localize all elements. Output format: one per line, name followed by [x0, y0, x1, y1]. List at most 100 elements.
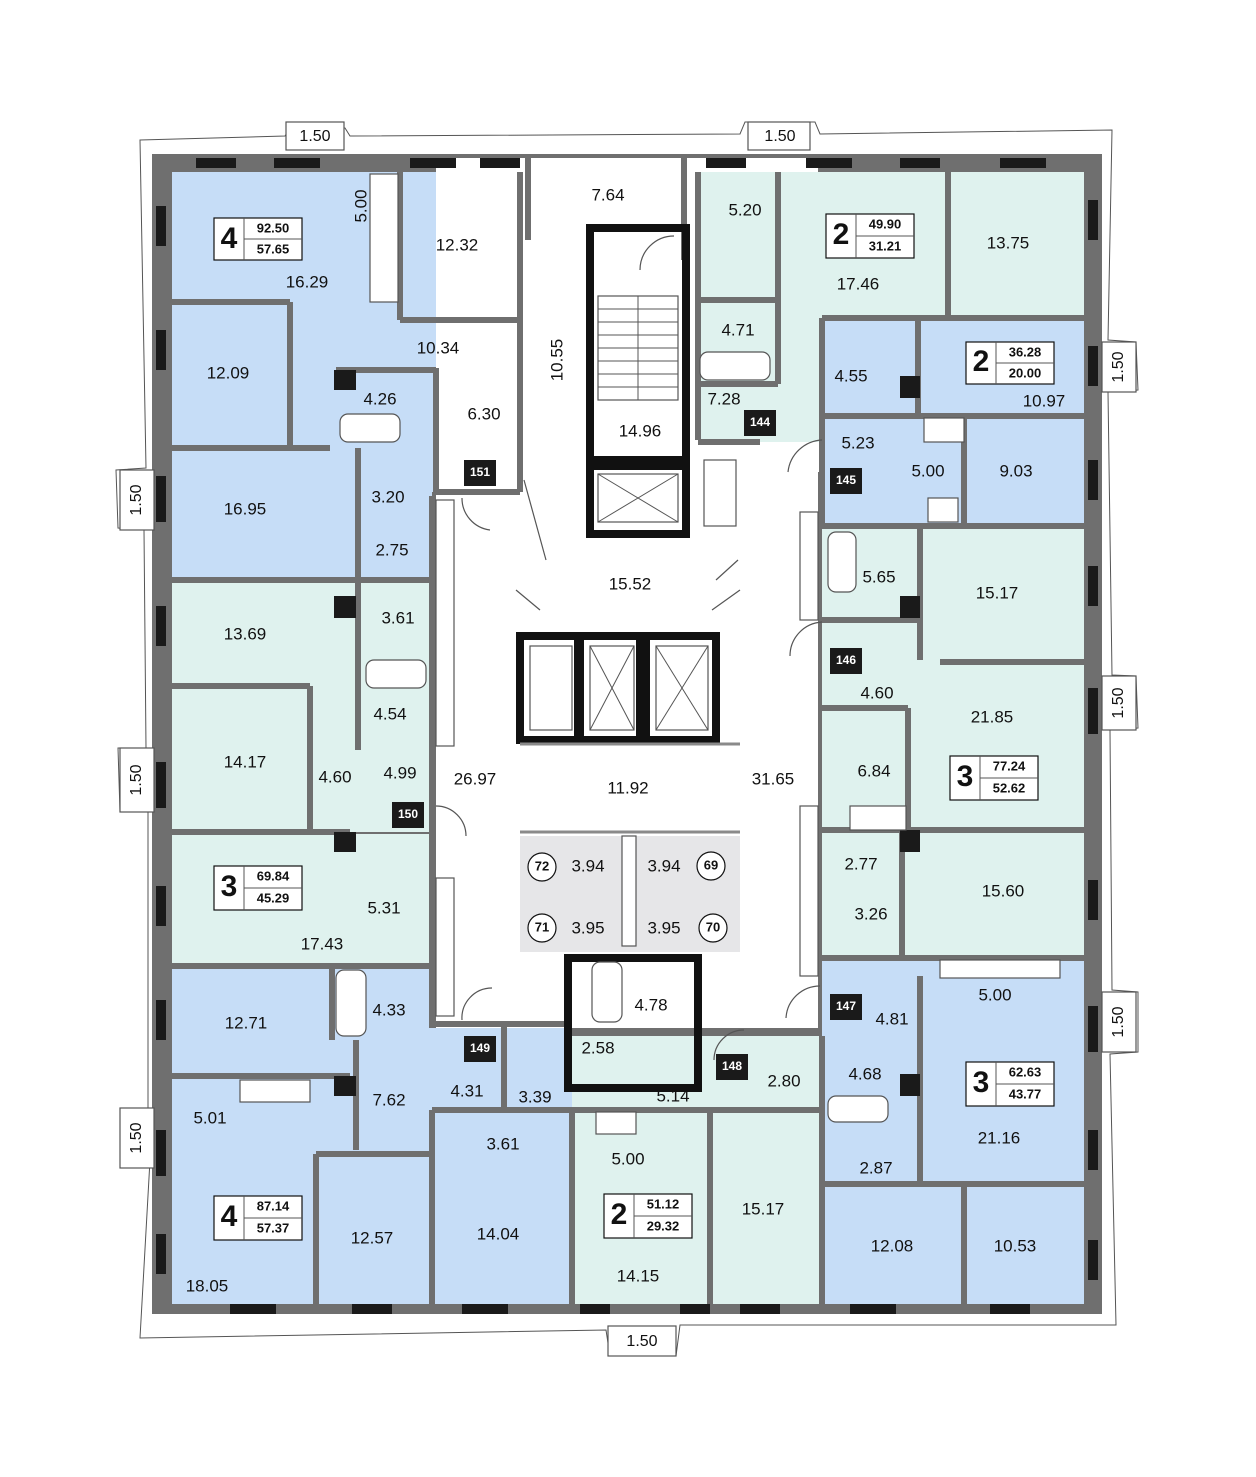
room-area: 5.00: [351, 189, 370, 222]
storage-circle: [527, 913, 557, 943]
room-area: 5.20: [728, 200, 761, 219]
room-area: 12.32: [436, 235, 479, 254]
hall-tag: [392, 802, 424, 828]
room-area: 16.29: [286, 272, 329, 291]
hall-tag: [830, 648, 862, 674]
room-area: 26.97: [454, 769, 497, 788]
living-area: 57.37: [257, 1220, 290, 1235]
storage-circle: [696, 851, 726, 881]
rooms-count: 4: [221, 222, 238, 255]
balcony-left-3: [119, 1107, 155, 1169]
svg-text:144: 144: [750, 415, 770, 429]
room-area: 11.92: [607, 778, 648, 797]
room-area: 4.26: [363, 389, 396, 408]
balconies: 1.50 1.50 1.50 1.50 1.50 1.50 1.50 1.50 …: [119, 121, 1137, 1357]
total-area: 36.28: [1009, 344, 1042, 359]
svg-text:148: 148: [722, 1059, 742, 1073]
room-area: 4.68: [848, 1064, 881, 1083]
room-area: 15.17: [976, 583, 1019, 602]
rooms-count: 3: [957, 760, 974, 793]
total-area: 77.24: [993, 758, 1026, 773]
hall-tags: 144 145 146 147 148 149 150 151: [392, 410, 862, 1080]
staircase: [597, 295, 679, 401]
room-area: 4.55: [834, 366, 867, 385]
room-area: 6.84: [857, 761, 890, 780]
room-area: 12.57: [351, 1228, 394, 1247]
apartment-badge: 2 49.90 31.21: [825, 213, 915, 259]
apartment-badge: 2 51.12 29.32: [603, 1193, 693, 1239]
room-area: 12.71: [225, 1013, 268, 1032]
interior-walls: [172, 156, 1084, 1304]
svg-text:146: 146: [836, 653, 856, 667]
storage-area: 3.95: [647, 918, 680, 937]
svg-text:145: 145: [836, 473, 856, 487]
room-area: 5.00: [611, 1149, 644, 1168]
room-area: 21.85: [971, 707, 1014, 726]
total-area: 69.84: [257, 868, 290, 883]
rooms-count: 4: [221, 1200, 238, 1233]
room-area: 31.65: [752, 769, 795, 788]
room-areas: 7.64 5.00 12.32 16.29 12.09 10.34 4.26 6…: [186, 185, 1066, 1295]
room-area: 4.31: [450, 1081, 483, 1100]
room-area: 7.64: [591, 185, 624, 204]
room-area: 2.87: [859, 1158, 892, 1177]
apartment-badge: 3 69.84 45.29: [213, 865, 303, 911]
room-area: 5.14: [656, 1086, 689, 1105]
room-area: 3.26: [854, 904, 887, 923]
storage-area: 3.94: [647, 856, 680, 875]
room-area: 3.61: [486, 1134, 519, 1153]
rooms-count: 2: [611, 1198, 628, 1231]
room-area: 4.54: [373, 704, 406, 723]
svg-text:71: 71: [535, 919, 549, 934]
room-area: 6.30: [467, 404, 500, 423]
hall-tag: [464, 460, 496, 486]
rooms-count: 3: [221, 870, 238, 903]
hall-tag: [830, 994, 862, 1020]
room-area: 10.55: [547, 339, 566, 382]
elevator-shafts: [589, 473, 709, 731]
room-area: 3.39: [518, 1087, 551, 1106]
apartment-badge: 3 62.63 43.77: [965, 1061, 1055, 1107]
balcony-left-1: [119, 469, 155, 531]
rooms-count: 3: [973, 1066, 990, 1099]
balcony-top-right: [747, 121, 811, 151]
storage-circle: [527, 852, 557, 882]
room-area: 4.60: [318, 767, 351, 786]
svg-text:70: 70: [706, 919, 720, 934]
balcony-label: 1.50: [764, 128, 795, 145]
rooms-count: 2: [833, 218, 850, 251]
room-area: 5.31: [367, 898, 400, 917]
svg-text:69: 69: [704, 857, 718, 872]
total-area: 49.90: [869, 216, 902, 231]
living-area: 31.21: [869, 238, 902, 253]
room-area: 18.05: [186, 1276, 229, 1295]
svg-text:72: 72: [535, 858, 549, 873]
room-area: 4.71: [721, 320, 754, 339]
room-area: 5.01: [193, 1108, 226, 1127]
svg-text:149: 149: [470, 1041, 490, 1055]
total-area: 51.12: [647, 1196, 680, 1211]
room-area: 7.62: [372, 1090, 405, 1109]
room-area: 12.08: [871, 1236, 914, 1255]
room-area: 17.43: [301, 934, 344, 953]
room-area: 3.20: [371, 487, 404, 506]
core-walls: [516, 224, 740, 1092]
room-area: 14.15: [617, 1266, 660, 1285]
room-area: 9.03: [999, 461, 1032, 480]
svg-text:147: 147: [836, 999, 856, 1013]
storage-area: 3.94: [571, 856, 604, 875]
room-area: 15.52: [609, 574, 652, 593]
room-area: 13.69: [224, 624, 267, 643]
balcony-left-2: [119, 747, 155, 813]
balcony-label: 1.50: [1110, 1006, 1127, 1037]
room-area: 2.80: [767, 1071, 800, 1090]
balcony-label: 1.50: [1110, 351, 1127, 382]
balcony-right-1: [1101, 341, 1137, 393]
room-area: 3.61: [381, 608, 414, 627]
living-area: 29.32: [647, 1218, 680, 1233]
room-area: 7.28: [707, 389, 740, 408]
room-area: 4.99: [383, 763, 416, 782]
hall-tag: [830, 468, 862, 494]
room-area: 2.75: [375, 540, 408, 559]
